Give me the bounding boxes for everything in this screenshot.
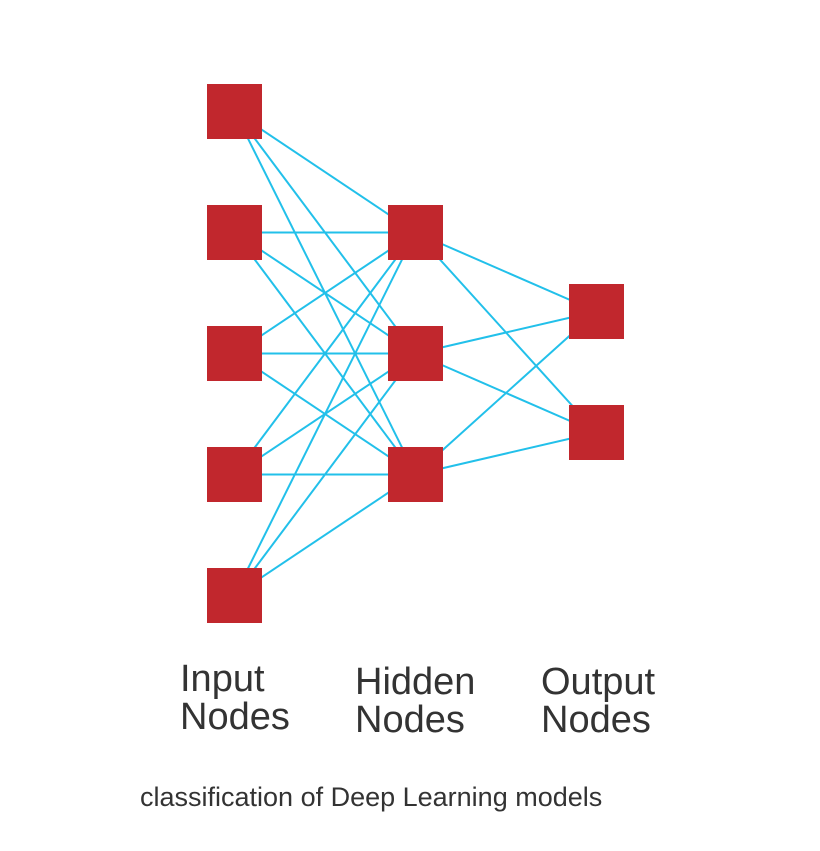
input-nodes-label: Input Nodes <box>180 660 290 736</box>
hidden-node-2 <box>388 326 443 381</box>
input-node-5 <box>207 568 262 623</box>
input-label-line-1: Input <box>180 658 265 700</box>
edge-input-5-to-hidden-1 <box>233 232 417 596</box>
edge-input-4-to-hidden-1 <box>233 231 417 476</box>
output-label-line-2: Nodes <box>541 699 651 741</box>
connection-edges <box>233 110 598 597</box>
hidden-nodes-label: Hidden Nodes <box>355 663 475 739</box>
hidden-node-1 <box>388 205 443 260</box>
input-node-2 <box>207 205 262 260</box>
output-nodes-label: Output Nodes <box>541 663 655 739</box>
edge-input-5-to-hidden-3 <box>233 473 417 597</box>
hidden-label-line-2: Nodes <box>355 699 465 741</box>
hidden-label-line-1: Hidden <box>355 661 476 703</box>
output-node-2 <box>569 405 624 460</box>
input-label-line-2: Nodes <box>180 696 290 738</box>
edge-input-1-to-hidden-1 <box>233 110 417 234</box>
edge-hidden-3-to-output-2 <box>415 431 597 476</box>
edge-hidden-1-to-output-1 <box>415 231 597 313</box>
input-node-3 <box>207 326 262 381</box>
edge-hidden-2-to-output-1 <box>415 310 597 355</box>
edge-input-5-to-hidden-2 <box>233 352 417 597</box>
input-node-1 <box>207 84 262 139</box>
diagram-caption: classification of Deep Learning models <box>140 782 603 812</box>
input-node-4 <box>207 447 262 502</box>
edge-hidden-3-to-output-1 <box>414 310 598 476</box>
edge-input-3-to-hidden-1 <box>233 231 417 355</box>
output-label-line-1: Output <box>541 661 656 703</box>
network-nodes <box>207 84 624 623</box>
output-node-1 <box>569 284 624 339</box>
hidden-node-3 <box>388 447 443 502</box>
